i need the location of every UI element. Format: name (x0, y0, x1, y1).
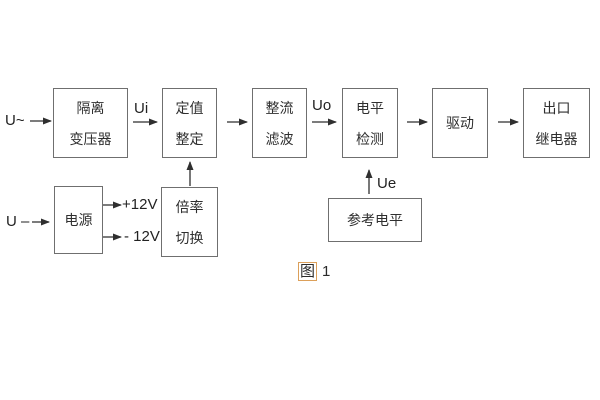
label-plus-12v: +12V (122, 196, 158, 213)
block-label-line: 整流 (265, 99, 294, 116)
block-label-line: 参考电平 (347, 212, 403, 228)
block-label-line: 变压器 (69, 130, 112, 147)
block-label-line: 电源 (64, 212, 93, 228)
block-power-supply: 电源 (54, 186, 103, 254)
block-level-detect: 电平 检测 (342, 88, 398, 158)
label-ue: Ue (377, 175, 397, 192)
block-label-line: 倍率 (175, 198, 204, 215)
block-label-line: 定值 (175, 99, 204, 116)
label-uo: Uo (312, 97, 332, 114)
block-isolation-transformer: 隔离 变压器 (53, 88, 128, 158)
block-label-line: 继电器 (535, 130, 578, 147)
block-label-line: 隔离 (76, 99, 105, 116)
block-label-line: 切换 (175, 229, 204, 246)
block-setting-adjust: 定值 整定 (162, 88, 217, 158)
label-minus-12v: - 12V (124, 228, 160, 245)
block-label-line: 整定 (175, 130, 204, 147)
block-label-line: 驱动 (446, 115, 474, 131)
caption-number: 1 (322, 263, 331, 280)
block-label-line: 出口 (542, 99, 571, 116)
block-drive: 驱动 (432, 88, 488, 158)
block-reference-level: 参考电平 (328, 198, 422, 242)
label-ui: Ui (134, 100, 149, 117)
figure-caption: 图 1 (298, 262, 330, 281)
block-label-line: 检测 (356, 130, 384, 147)
block-output-relay: 出口 继电器 (523, 88, 590, 158)
block-label-line: 电平 (356, 99, 384, 116)
caption-figure-char: 图 (298, 262, 318, 281)
label-input-ac: U~ (5, 112, 25, 129)
block-rectifier-filter: 整流 滤波 (252, 88, 307, 158)
block-multiplier-switch: 倍率 切换 (161, 187, 218, 257)
label-input-dc: U – (6, 213, 30, 230)
block-label-line: 滤波 (265, 130, 294, 147)
